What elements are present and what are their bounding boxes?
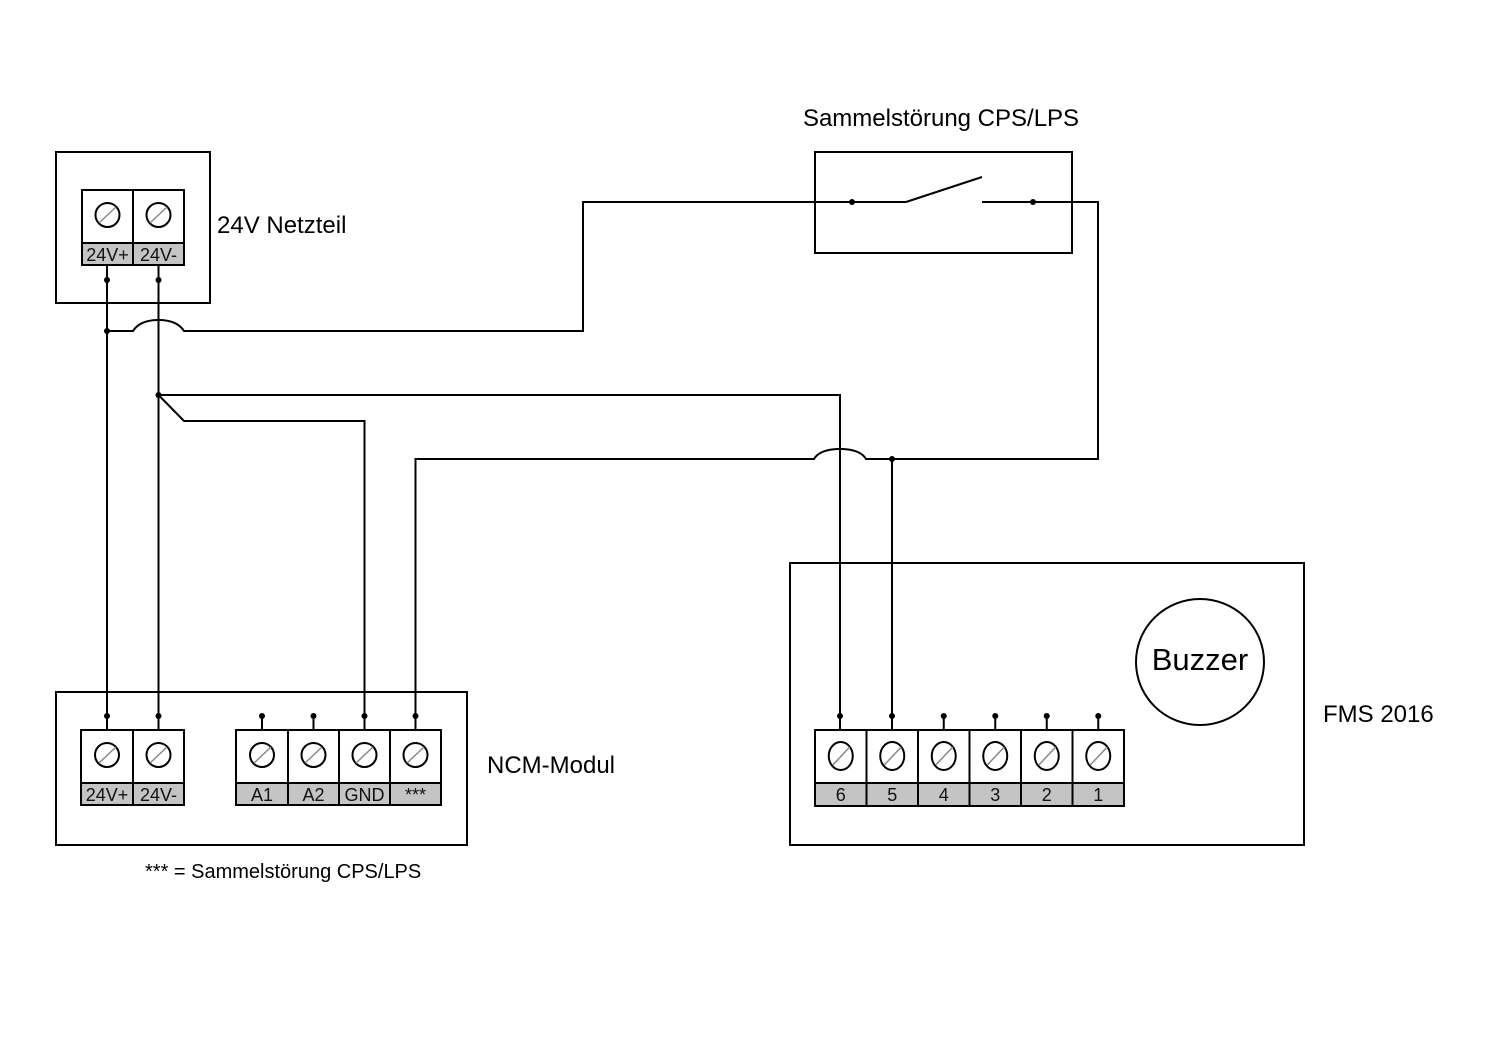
wire-24v-minus-to-fms-6 <box>158 394 841 730</box>
pin-dot <box>1095 713 1102 719</box>
buzzer-label: Buzzer <box>1152 642 1248 677</box>
fms-unit: Buzzer 6 5 4 3 2 1 FMS 2016 <box>789 562 1434 846</box>
power-supply: 24V+ 24V- 24V Netzteil <box>55 151 346 304</box>
wires <box>104 201 1099 730</box>
screw-icon <box>982 741 1009 771</box>
power-supply-label: 24V Netzteil <box>217 212 346 239</box>
terminal-label: GND <box>345 785 385 805</box>
screw-icon <box>249 742 275 768</box>
junction-dot <box>104 277 110 283</box>
ncm-signal-terminal-block: A1 A2 GND *** <box>235 713 442 806</box>
screw-icon <box>94 742 120 768</box>
pin-dot <box>259 713 265 719</box>
terminal-label: *** <box>405 785 426 805</box>
terminal-label: 24V- <box>140 245 177 265</box>
terminal-label: 4 <box>939 785 949 805</box>
pin-dot <box>940 713 947 719</box>
screw-icon <box>351 742 378 768</box>
junction-dot <box>889 456 895 462</box>
junction-dot <box>889 713 895 719</box>
junction-dot <box>412 713 419 719</box>
terminal-label-bg <box>389 782 442 806</box>
terminal-label: 1 <box>1093 785 1103 805</box>
screw-icon <box>1085 741 1112 771</box>
terminal-label: A2 <box>302 785 324 805</box>
buzzer: Buzzer <box>1135 598 1265 726</box>
ncm-module: 24V+ 24V- A1 A2 GND *** NCM <box>55 691 615 846</box>
terminal-label: 3 <box>990 785 1000 805</box>
junction-dot <box>155 713 162 719</box>
wire-switch-to-fms-5 <box>892 201 1099 460</box>
screw-icon <box>145 742 172 768</box>
junction-dot <box>104 328 110 334</box>
switch-icon <box>849 176 1036 205</box>
junction-dot <box>837 713 843 719</box>
terminal-label: A1 <box>251 785 273 805</box>
terminal-label: 24V+ <box>86 785 129 805</box>
ncm-power-terminal-block: 24V+ 24V- <box>80 729 185 806</box>
screw-icon <box>930 741 957 771</box>
fault-contact-label: Sammelstörung CPS/LPS <box>803 105 1079 132</box>
terminal-label: 2 <box>1042 785 1052 805</box>
fault-contact: Sammelstörung CPS/LPS <box>803 105 1079 254</box>
junction-dot <box>155 277 162 283</box>
wire-24v-minus-to-ncm-gnd <box>157 394 366 730</box>
screw-icon <box>94 202 121 228</box>
wire-switch-to-ncm-fault <box>414 447 892 730</box>
terminal-label-bg <box>132 782 185 806</box>
terminal-label: 24V- <box>140 785 177 805</box>
junction-dot <box>361 713 368 719</box>
pin-dot <box>992 713 999 719</box>
wire-24v-plus-to-switch <box>107 201 852 332</box>
fms-box <box>789 562 1305 846</box>
screw-icon <box>827 741 854 771</box>
ncm-module-label: NCM-Modul <box>487 752 615 779</box>
terminal-label-bg <box>1071 782 1125 807</box>
power-supply-box <box>55 151 211 304</box>
screw-icon <box>1033 741 1060 771</box>
footnote: *** = Sammelstörung CPS/LPS <box>145 861 421 883</box>
screw-icon <box>402 742 429 768</box>
screw-icon <box>300 742 327 768</box>
screw-icon <box>145 202 172 228</box>
fms-label: FMS 2016 <box>1323 701 1434 728</box>
power-supply-terminal-block: 24V+ 24V- <box>81 189 185 266</box>
terminal-label: 5 <box>887 785 897 805</box>
fms-terminal-block: 6 5 4 3 2 1 <box>814 713 1125 807</box>
screw-icon <box>879 741 906 771</box>
terminal-label: 6 <box>836 785 846 805</box>
ncm-module-box <box>55 691 468 846</box>
pin-dot <box>1043 713 1050 719</box>
terminal-label: 24V+ <box>86 245 129 265</box>
buzzer-icon <box>1135 598 1265 726</box>
pin-dot <box>310 713 317 719</box>
junction-dot <box>104 713 110 719</box>
